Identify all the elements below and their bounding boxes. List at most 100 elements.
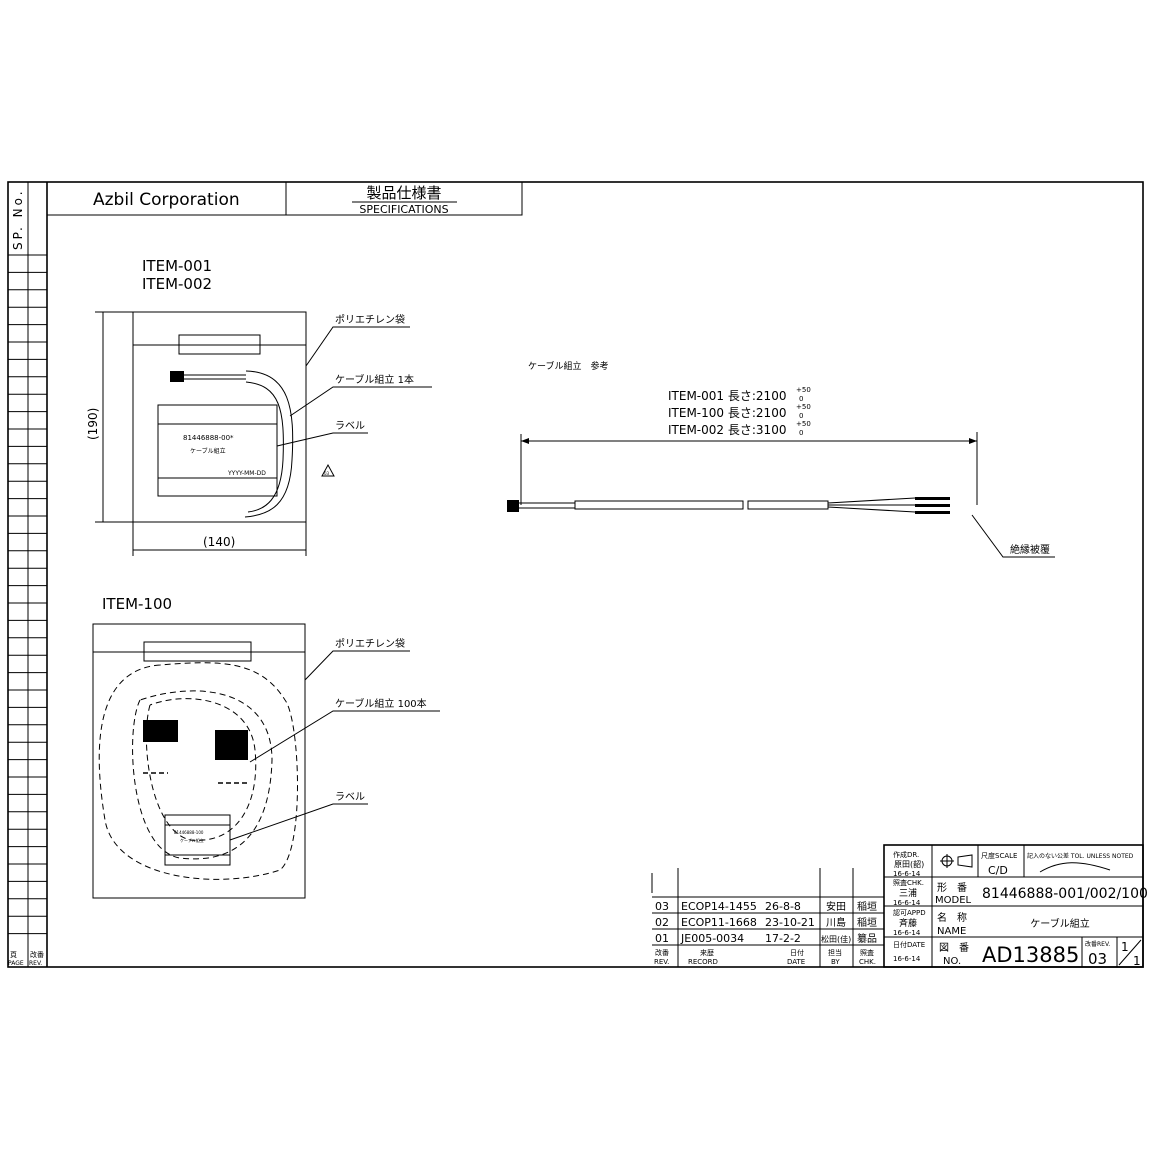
scale-value: C/D <box>988 864 1008 877</box>
cable-title: ケーブル組立 参考 <box>528 360 608 372</box>
cable-sheath <box>747 500 829 510</box>
date-value: 16-6-14 <box>893 955 921 963</box>
doc-type-jp: 製品仕様書 <box>366 184 441 202</box>
length-row: ITEM-002 長さ:3100 +500 <box>668 420 811 437</box>
svg-text:照査: 照査 <box>860 948 874 957</box>
appd-name: 斉藤 <box>899 917 917 929</box>
connectors-bundle <box>143 720 178 742</box>
title-block: 作成DR. 原田(韶) 16-6-14 照査CHK. 三浦 16-6-14 認可… <box>883 844 1148 968</box>
svg-text:川島: 川島 <box>826 916 846 929</box>
chk-date: 16-6-14 <box>893 899 921 907</box>
cable-reference-view: ケーブル組立 参考 ITEM-001 長さ:2100 +500 ITEM-100… <box>507 360 1055 558</box>
svg-text:ITEM-100 長さ:2100: ITEM-100 長さ:2100 <box>668 406 786 420</box>
svg-text:03: 03 <box>655 900 669 913</box>
tolerance-label: 記入のない公差 TOL. UNLESS NOTED <box>1027 852 1134 860</box>
view-item-001-002: ITEM-001 ITEM-002 81446888-00* ケーブル組立 YY… <box>86 257 432 556</box>
appd-label: 認可APPD <box>893 908 926 917</box>
sheet-frame <box>7 181 1144 968</box>
callout-label: ラベル <box>335 791 365 803</box>
wire-ends-bundle <box>215 730 248 760</box>
svg-text:0: 0 <box>799 429 803 437</box>
callout-cable: ケーブル組立 100本 <box>335 697 427 710</box>
name-value: ケーブル組立 <box>1030 917 1089 930</box>
rev-label-jp: 改番 <box>30 950 44 959</box>
tolerance-mark <box>1039 862 1111 873</box>
rev-label: 改番REV. <box>1085 940 1110 948</box>
page-label-jp: 頁 <box>10 951 17 959</box>
label-date-text: YYYY-MM-DD <box>227 470 266 477</box>
no-label-en: NO. <box>943 956 961 967</box>
label-name-text: ケーブル組立 <box>180 837 204 843</box>
appd-date: 16-6-14 <box>893 929 921 937</box>
projection-symbol-icon <box>940 854 973 868</box>
svg-text:+50: +50 <box>796 403 811 411</box>
svg-text:+50: +50 <box>796 420 811 428</box>
label-name-text: ケーブル組立 <box>190 447 226 455</box>
page-label-en: PAGE <box>8 960 24 967</box>
dr-name: 原田(韶) <box>894 859 924 869</box>
item-label: ITEM-001 <box>142 257 212 275</box>
label-part-text: 81446888-00* <box>183 434 234 442</box>
date-label: 日付DATE <box>893 940 925 949</box>
dim-height: (190) <box>86 408 100 440</box>
svg-text:DATE: DATE <box>787 958 805 966</box>
length-row: ITEM-100 長さ:2100 +500 <box>668 403 811 420</box>
svg-text:17-2-2: 17-2-2 <box>765 932 801 945</box>
svg-text:来歴: 来歴 <box>700 949 714 957</box>
chk-label: 照査CHK. <box>893 878 924 887</box>
svg-text:02: 02 <box>655 916 669 929</box>
dr-label: 作成DR. <box>893 850 919 859</box>
drawing-number: AD13885 <box>982 943 1079 967</box>
svg-text:RECORD: RECORD <box>688 958 718 966</box>
svg-text:ECOP14-1455: ECOP14-1455 <box>681 900 757 913</box>
label-part-text: 81446888-100 <box>174 830 204 835</box>
svg-text:BY: BY <box>831 958 840 966</box>
item-label: ITEM-002 <box>142 275 212 293</box>
svg-text:26-8-8: 26-8-8 <box>765 900 801 913</box>
svg-text:REV.: REV. <box>654 958 669 966</box>
bag-outline <box>132 311 307 523</box>
svg-text:0: 0 <box>799 412 803 420</box>
margin-grid <box>8 254 47 935</box>
name-label-en: NAME <box>937 926 966 937</box>
rev-value: 03 <box>1088 950 1107 968</box>
svg-text:安田: 安田 <box>826 900 846 913</box>
sheet-number: 1 <box>1121 940 1129 954</box>
cable-sheath <box>574 500 744 510</box>
length-row: ITEM-001 長さ:2100 +500 <box>668 386 811 403</box>
svg-text:改番: 改番 <box>655 948 669 957</box>
svg-text:日付: 日付 <box>790 948 804 957</box>
no-label-jp: 図 番 <box>939 942 969 954</box>
svg-text:01: 01 <box>655 932 669 945</box>
bag-outline <box>92 623 306 899</box>
dim-width: (140) <box>203 535 235 549</box>
dr-date: 16-6-14 <box>893 870 921 878</box>
callout-insulation: 絶縁被覆 <box>1010 543 1050 556</box>
callout-label: ラベル <box>335 420 365 432</box>
svg-text:23-10-21: 23-10-21 <box>765 916 815 929</box>
callout-cable: ケーブル組立 1本 <box>335 373 414 386</box>
callout-bag: ポリエチレン袋 <box>335 637 405 650</box>
svg-text:ECOP11-1668: ECOP11-1668 <box>681 916 757 929</box>
revision-triangle: 03 <box>324 471 330 476</box>
callout-bag: ポリエチレン袋 <box>335 313 405 326</box>
bag-seal <box>143 641 252 662</box>
connector-icon <box>170 371 184 382</box>
doc-type-en: SPECIFICATIONS <box>359 203 448 216</box>
model-label-en: MODEL <box>935 895 972 906</box>
rev-label-en: REV. <box>29 960 42 967</box>
svg-text:CHK.: CHK. <box>859 958 876 966</box>
view-item-100: ITEM-100 81446888-100 ケーブル組立 ポリエチレン袋 ケーブ… <box>92 595 440 899</box>
bag-seal <box>178 334 261 355</box>
svg-text:ITEM-002 長さ:3100: ITEM-002 長さ:3100 <box>668 423 786 437</box>
sp-no-label: SP. No. <box>11 188 25 250</box>
model-label-jp: 形 番 <box>937 882 967 894</box>
label-rect <box>157 404 278 497</box>
svg-text:JE005-0034: JE005-0034 <box>680 932 744 945</box>
connector-icon <box>507 500 519 512</box>
